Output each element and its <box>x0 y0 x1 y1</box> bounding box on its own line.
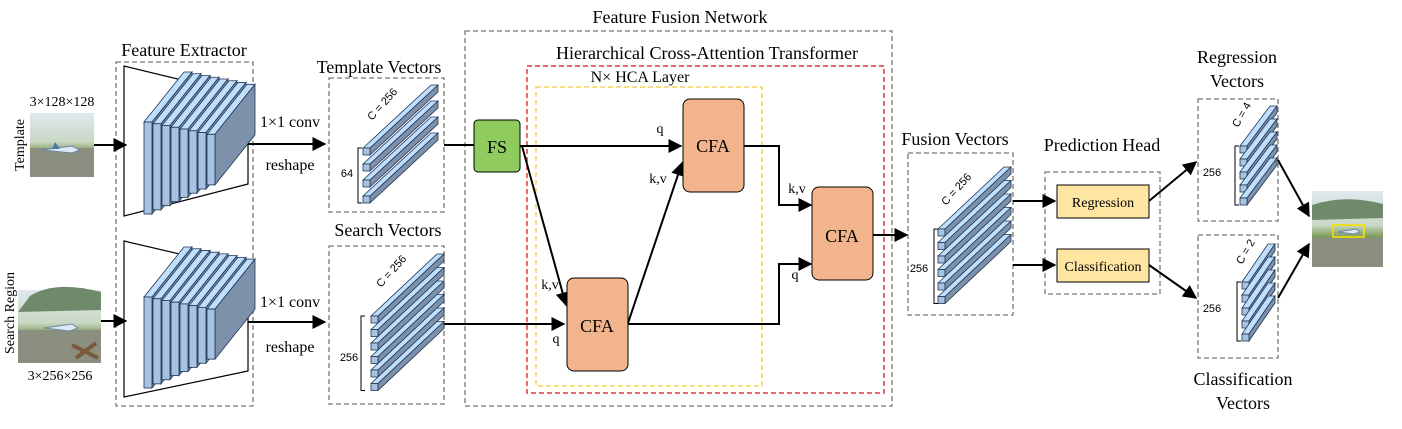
vector-bar <box>361 84 440 156</box>
hca-layer-title: N× HCA Layer <box>591 69 690 86</box>
vector-bracket <box>1236 281 1241 342</box>
vector-bracket <box>360 315 365 391</box>
vector-bar <box>936 206 1013 278</box>
reshape-label-top: reshape <box>266 157 315 174</box>
template-size-label: 3×128×128 <box>30 95 95 110</box>
fs-module: FS <box>473 119 521 173</box>
cnn-feature-map <box>206 257 256 361</box>
edge-q-1: q <box>657 122 664 137</box>
vector-bar <box>369 320 446 392</box>
vector-bar <box>369 307 446 378</box>
classification-n-label: 256 <box>1203 303 1221 315</box>
vector-bar <box>1239 156 1278 207</box>
template-vector-stack <box>357 84 440 204</box>
regression-label: Regression <box>1072 196 1134 211</box>
edge-q-2: q <box>553 332 560 347</box>
cfa-label-bottom: CFA <box>580 316 614 336</box>
cfa-module-bottom: CFA <box>566 277 629 372</box>
vector-bar <box>936 193 1013 264</box>
vector-bar <box>361 132 440 204</box>
cfa-label-top: CFA <box>696 136 730 156</box>
fs-label: FS <box>487 137 507 157</box>
extractor-top <box>123 65 256 217</box>
vector-bar <box>369 253 446 324</box>
extractor-bottom <box>123 240 256 398</box>
classification-vectors-title-2: Vectors <box>1216 393 1270 413</box>
cfa-module-final: CFA <box>811 186 874 281</box>
template-n-label: 64 <box>341 168 353 180</box>
vector-bar <box>369 293 446 365</box>
feature-fusion-title: Feature Fusion Network <box>593 7 768 27</box>
classification-vectors-frame <box>1197 234 1279 359</box>
bounding-box <box>1332 224 1365 238</box>
edge-kv-3: k,v <box>788 182 806 197</box>
conv-label-bottom: 1×1 conv <box>260 294 320 311</box>
feature-extractor-title: Feature Extractor <box>121 40 246 60</box>
fusion-vector-stack <box>933 166 1013 305</box>
cfa-module-top: CFA <box>682 98 745 193</box>
cfa-label-final: CFA <box>825 226 859 246</box>
template-image <box>30 113 94 177</box>
classification-c-label: C = 2 <box>1234 237 1258 266</box>
vector-bar <box>369 280 446 351</box>
fusion-vectors-frame <box>907 152 1014 316</box>
search-image <box>18 286 101 363</box>
template-vectors-frame <box>328 77 445 213</box>
regression-module: Regression <box>1056 184 1150 219</box>
regression-vectors-title-2: Vectors <box>1210 71 1264 91</box>
hcat-title: Hierarchical Cross-Attention Transformer <box>556 43 858 63</box>
template-side-label: Template <box>13 119 28 171</box>
vector-bracket <box>933 228 938 304</box>
search-vector-stack <box>360 253 446 392</box>
template-vectors-title: Template Vectors <box>317 57 442 77</box>
search-side-label: Search Region <box>3 272 18 354</box>
classification-module: Classification <box>1056 248 1150 283</box>
prediction-head-frame <box>1044 171 1161 295</box>
search-n-label: 256 <box>340 352 358 364</box>
vector-bracket <box>357 147 362 204</box>
vector-bar <box>369 266 446 338</box>
regression-c-label: C = 4 <box>1230 100 1254 129</box>
cnn-feature-map <box>206 83 256 187</box>
classification-vector-stack <box>1236 242 1276 343</box>
result-image <box>1312 191 1383 267</box>
hca-layer-frame <box>535 86 763 387</box>
edge-kv-2: k,v <box>541 278 559 293</box>
regression-vectors-title-1: Regression <box>1197 47 1277 67</box>
search-vectors-title: Search Vectors <box>334 220 441 240</box>
vector-bar <box>936 220 1013 291</box>
classification-vectors-title-1: Classification <box>1194 369 1293 389</box>
vector-bar <box>1241 294 1276 343</box>
vector-bracket <box>1234 145 1239 206</box>
fusion-vectors-title: Fusion Vectors <box>901 129 1008 149</box>
search-size-label: 3×256×256 <box>28 369 93 384</box>
edge-kv-1: k,v <box>649 172 667 187</box>
reshape-label-bottom: reshape <box>266 339 315 356</box>
regression-vector-stack <box>1234 104 1278 207</box>
hcat-frame <box>526 65 885 394</box>
prediction-head-title: Prediction Head <box>1044 135 1160 155</box>
classification-label: Classification <box>1065 260 1142 275</box>
vector-bar <box>936 179 1013 251</box>
vector-bar <box>936 166 1013 237</box>
regression-n-label: 256 <box>1203 167 1221 179</box>
vector-bar <box>361 100 440 172</box>
feature-extractor-frame <box>115 61 254 407</box>
feature-fusion-frame <box>464 30 893 407</box>
fusion-n-label: 256 <box>910 263 928 275</box>
edge-q-3: q <box>792 268 799 283</box>
vector-bar <box>936 233 1013 305</box>
vector-bar <box>361 116 440 188</box>
conv-label-top: 1×1 conv <box>260 114 320 131</box>
template-c-label: C = 256 <box>365 86 400 123</box>
